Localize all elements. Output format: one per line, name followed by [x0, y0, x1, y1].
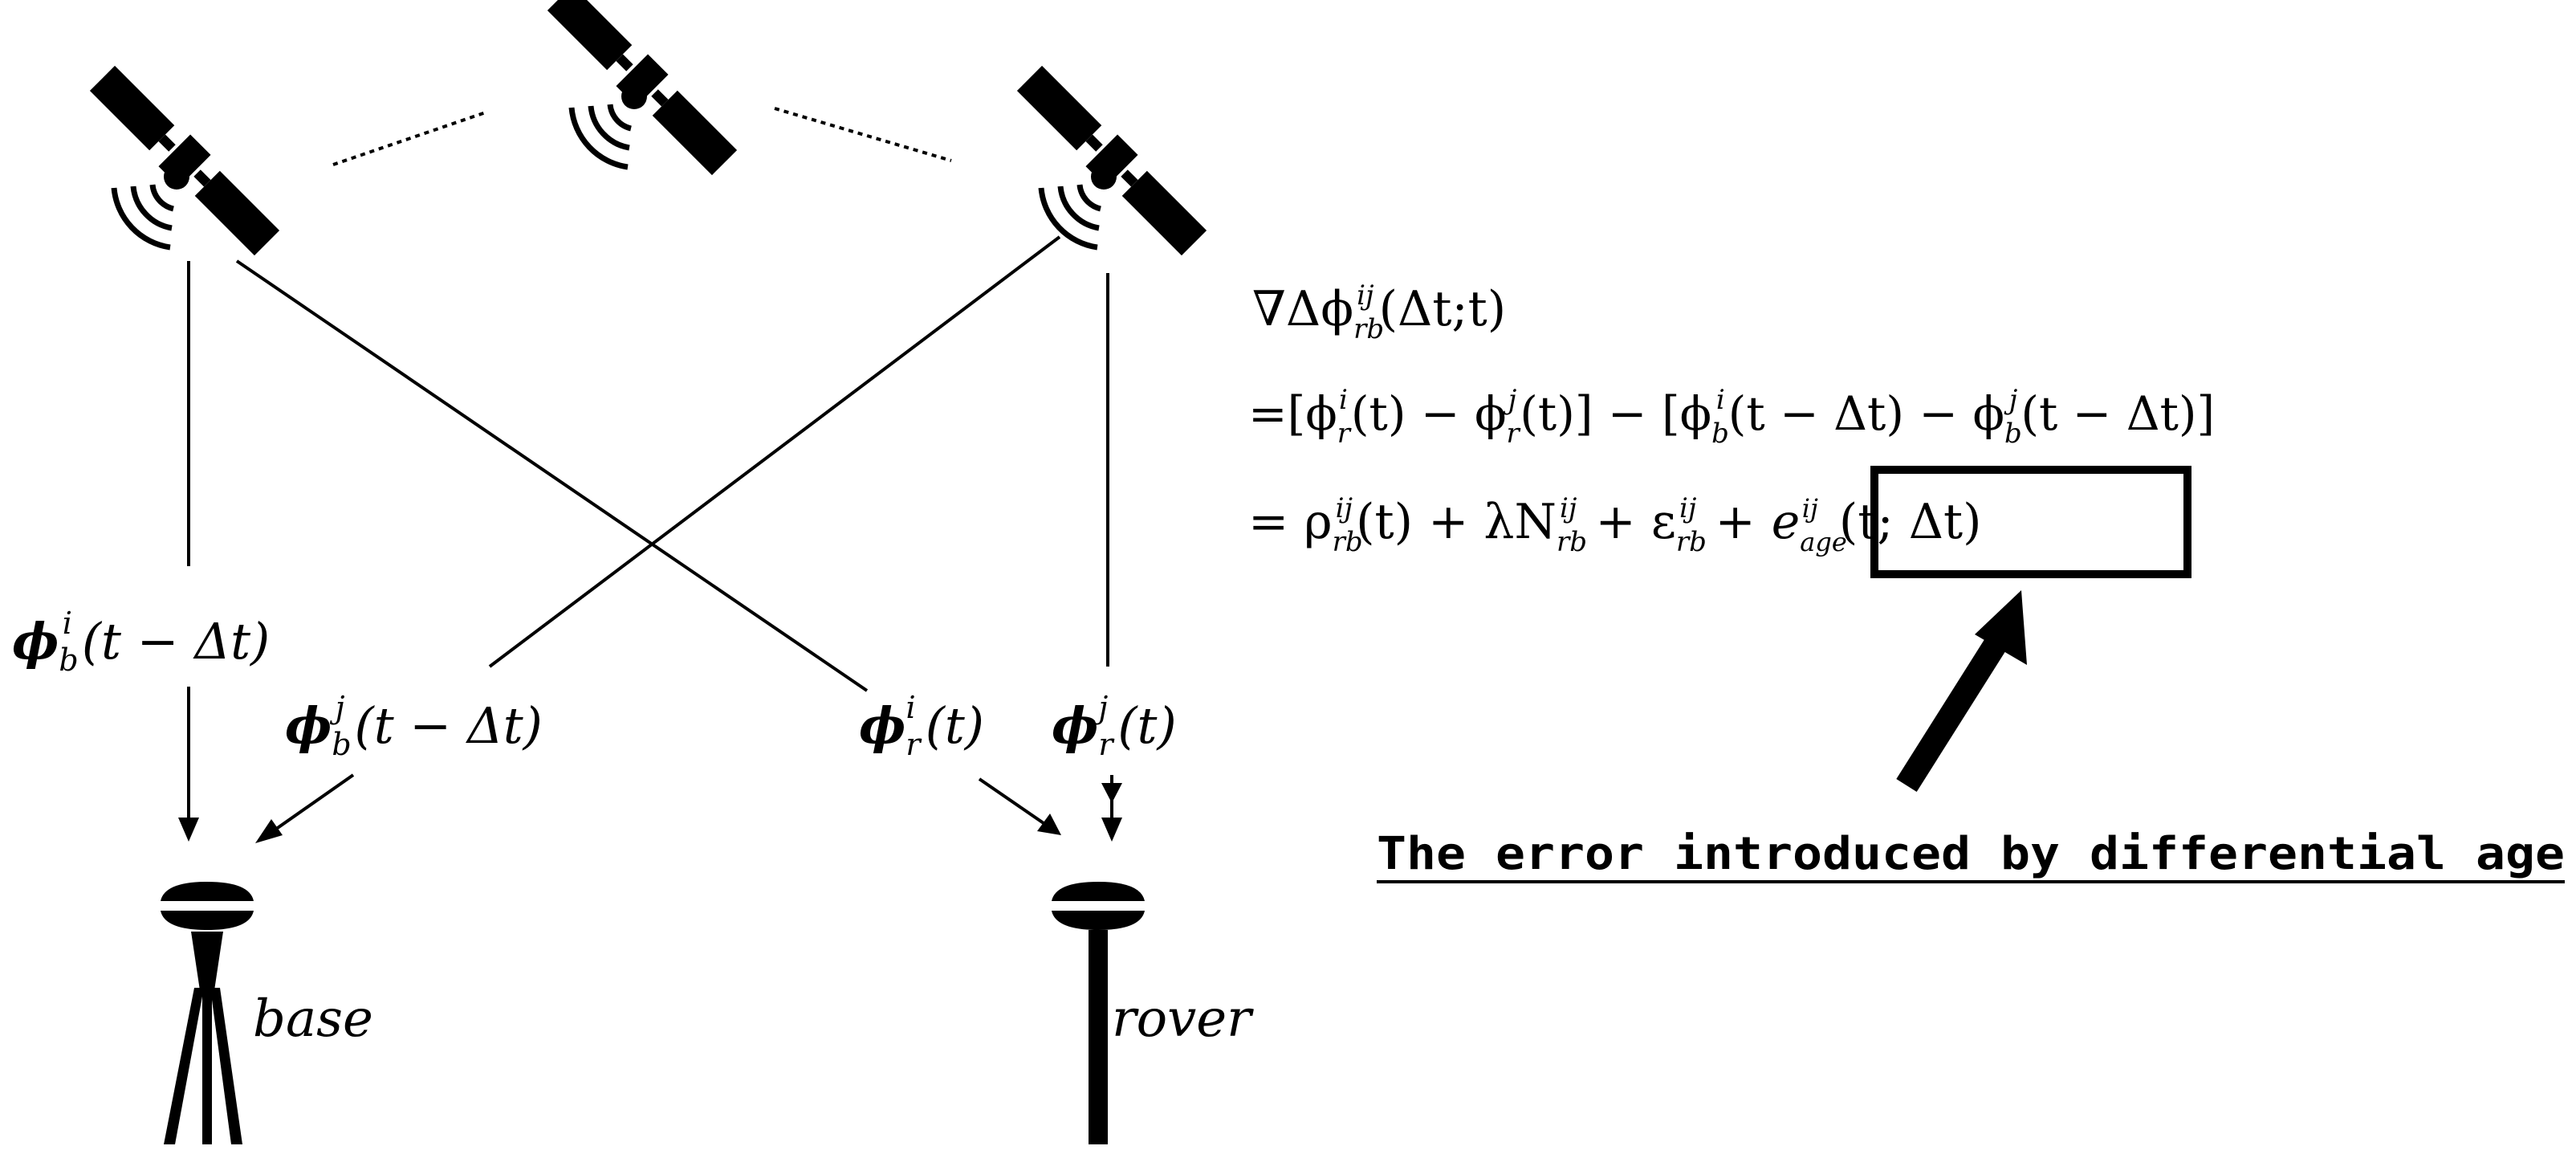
error-term-highlight-box	[1870, 466, 2191, 578]
tripod-icon	[164, 932, 242, 1144]
satellite-icon	[89, 65, 280, 256]
base-receiver	[161, 882, 254, 1144]
arrow-base-j	[255, 773, 355, 843]
satellite-middle	[547, 0, 738, 176]
label-phi-r-j: ϕrj(t)	[1052, 690, 1177, 762]
annotation-caption: The error introduced by differential age	[1377, 828, 2565, 880]
arrow-rover-i	[978, 777, 1061, 835]
satellite-icon	[1016, 65, 1207, 256]
satellite-icon	[547, 0, 738, 176]
annotation-arrow	[1896, 590, 2027, 793]
label-phi-b-j: ϕbj(t − Δt)	[285, 690, 543, 762]
equation-line-3: = ρrbij(t) + λNrbij + εrbij +eageij(t; Δ…	[1248, 492, 1982, 558]
label-phi-r-i: ϕri(t)	[859, 690, 984, 762]
arrow-base-i	[178, 687, 199, 842]
label-phi-b-i: ϕbi(t − Δt)	[12, 606, 270, 678]
arrow-rover-j	[1101, 775, 1122, 842]
gnss-receiver-icon	[1052, 882, 1145, 930]
signal-line-base-j	[488, 235, 1061, 668]
rover-label: rover	[1112, 989, 1254, 1049]
satellite-left	[89, 65, 280, 256]
dotted-link-right	[774, 107, 952, 162]
equation-line-1: ∇Δϕrbij(Δt;t)	[1252, 279, 1506, 345]
gnss-receiver-icon	[161, 882, 254, 930]
rover-receiver	[1052, 882, 1145, 1144]
satellite-right	[1016, 65, 1207, 256]
signal-line-rover-i	[235, 259, 869, 692]
dotted-link-left	[332, 111, 486, 166]
base-label: base	[253, 989, 373, 1049]
equation-line-2: =[ϕri(t) − ϕrj(t)] − [ϕbi(t − Δt) − ϕbj(…	[1248, 384, 2215, 450]
rover-pole-icon	[1089, 930, 1108, 1144]
